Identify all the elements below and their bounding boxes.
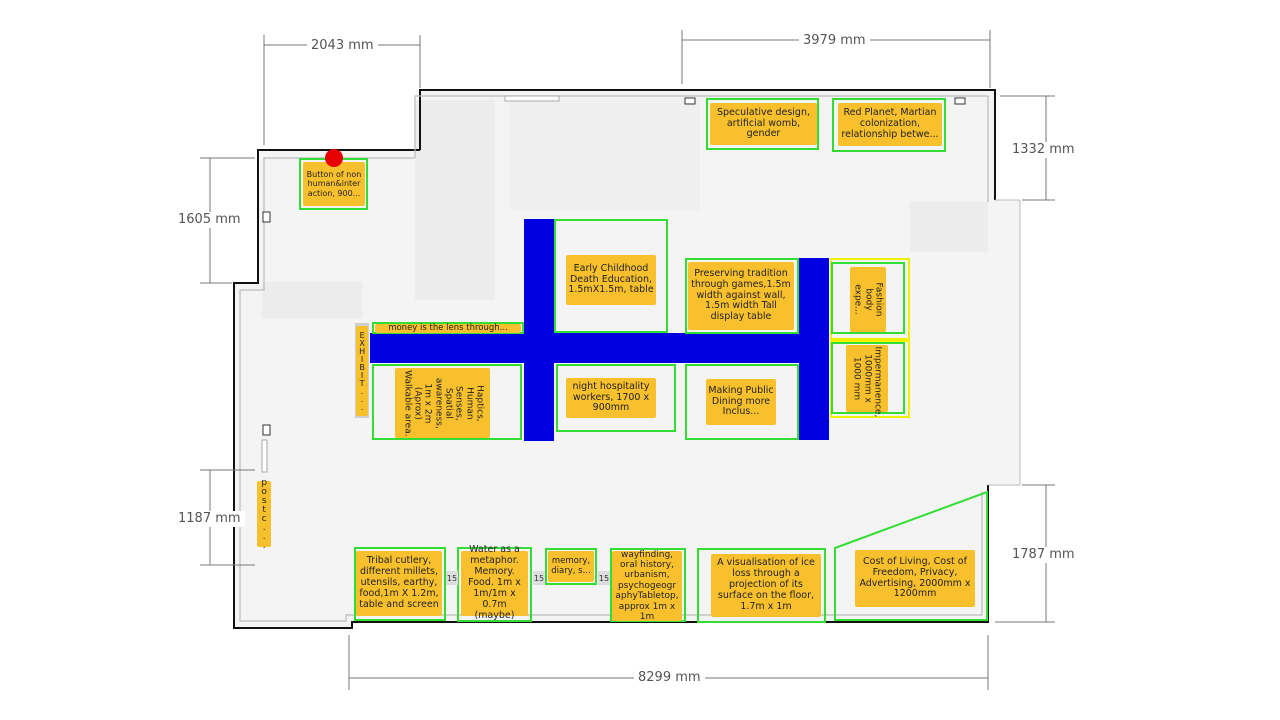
zone-speculative[interactable] <box>706 98 819 150</box>
exhibit-preserving[interactable]: Preserving tradition through games,1.5m … <box>688 262 794 330</box>
exhibit-money[interactable]: money is the lens through... <box>375 323 521 333</box>
floor-shade <box>262 282 362 318</box>
zone-making-public[interactable] <box>685 364 799 440</box>
zone-haptics[interactable] <box>372 364 522 440</box>
zone-ice[interactable] <box>697 548 826 623</box>
floor-shade <box>910 202 988 252</box>
exhibit-speculative[interactable]: Speculative design, artificial womb, gen… <box>710 103 817 145</box>
exhibit-early-childhood[interactable]: Early Childhood Death Education, 1.5mX1.… <box>566 255 656 305</box>
zone-red-planet[interactable] <box>832 98 946 152</box>
exhibit-post[interactable]: postc... <box>257 478 271 550</box>
zone-fashion-inner[interactable] <box>831 262 905 334</box>
outlet-icon <box>954 97 966 105</box>
outlet-icon <box>684 97 696 105</box>
zone-memory[interactable] <box>545 548 597 585</box>
zone-impermanence-inner[interactable] <box>831 342 905 414</box>
door-frame <box>261 439 268 473</box>
exhibit-fashion[interactable]: Fashion body expe... <box>850 267 886 332</box>
zone-outline <box>834 490 988 621</box>
zone-night-hospitality[interactable] <box>556 364 676 432</box>
gap-marker: 15 <box>533 571 545 585</box>
zone-money[interactable] <box>372 322 524 334</box>
zone-wayfinding[interactable] <box>610 548 686 622</box>
exhibit-cost[interactable]: Cost of Living, Cost of Freedom, Privacy… <box>855 550 975 607</box>
exhibit-wayfinding[interactable]: wayfinding, oral history, urbanism, psyc… <box>612 550 682 622</box>
gap-marker: 15 <box>598 571 610 585</box>
exhibit-red-planet[interactable]: Red Planet, Martian colonization, relati… <box>838 103 942 146</box>
zone-early-childhood[interactable] <box>554 219 668 333</box>
zone-water[interactable] <box>457 547 532 622</box>
exhibit-impermanence[interactable]: Impermanence, 1000mm x 1000 mm <box>846 345 888 417</box>
exhibit-tribal[interactable]: Tribal cutlery, different millets, utens… <box>356 551 442 616</box>
window <box>504 95 560 102</box>
outlet-icon <box>262 424 271 436</box>
floor-shade <box>510 100 700 210</box>
floor-shade <box>415 100 495 300</box>
walkway <box>370 219 829 441</box>
exhibit-button-non-human[interactable]: Button of non human&inter action, 900... <box>303 162 365 206</box>
zone-tribal[interactable] <box>354 547 446 621</box>
zone-preserving[interactable] <box>685 258 799 334</box>
outlet-icon <box>262 211 271 223</box>
location-pin[interactable] <box>325 149 343 167</box>
exhibit-haptics[interactable]: Haptics, Human Senses, Spatial awareness… <box>395 368 490 438</box>
gap-marker: 15 <box>446 571 458 585</box>
exhibit-vertical[interactable]: EXHIBIT... <box>356 326 368 416</box>
exhibit-water[interactable]: Water as a metaphor. Memory. Food. 1m x … <box>461 544 528 621</box>
exhibit-memory[interactable]: memory, diary, s... <box>548 551 594 582</box>
exhibit-making-public[interactable]: Making Public Dining more Inclus... <box>706 379 776 425</box>
exhibit-night-hospitality[interactable]: night hospitality workers, 1700 x 900mm <box>566 378 656 418</box>
exhibit-ice[interactable]: A visualisation of ice loss through a pr… <box>711 554 821 617</box>
